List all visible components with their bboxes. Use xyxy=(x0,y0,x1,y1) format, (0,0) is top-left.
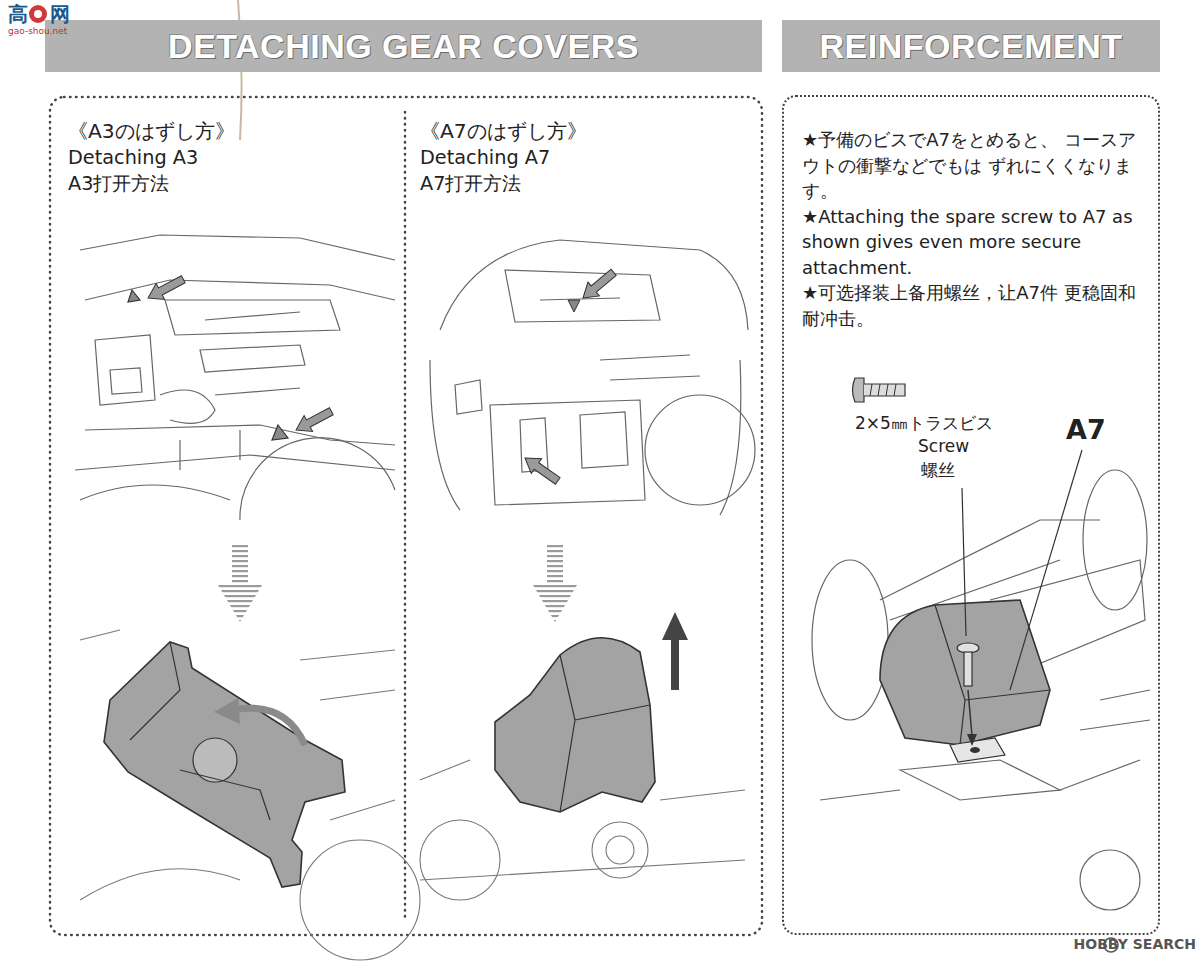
heading-text: A7打开方法 xyxy=(420,171,754,197)
part-label: 螺丝 xyxy=(921,459,955,482)
note-text: ★可选择装上备用螺丝，让A7件 更稳固和耐冲击。 xyxy=(802,280,1144,331)
heading-text: 《A3のはずし方》 xyxy=(68,118,402,145)
watermark: gao-shou.net xyxy=(8,26,67,36)
step-heading: 《A3のはずし方》Detaching A3A3打开方法 xyxy=(68,118,402,218)
part-name: A7 xyxy=(1066,414,1106,445)
heading-text: A3打开方法 xyxy=(68,171,402,197)
part-label: 2×5㎜トラスビス xyxy=(855,412,993,435)
header-band: DETACHING GEAR COVERS xyxy=(45,20,762,72)
heading-text: Detaching A7 xyxy=(420,145,754,171)
watermark: 网 xyxy=(50,1,70,28)
header-text: DETACHING GEAR COVERS xyxy=(168,27,639,66)
heading-text: Detaching A3 xyxy=(68,145,402,171)
step-heading: 《A7のはずし方》Detaching A7A7打开方法 xyxy=(420,118,754,218)
header-band: REINFORCEMENT xyxy=(782,20,1160,72)
watermark: 高 xyxy=(8,1,28,28)
note-text: ★Attaching the spare screw to A7 as show… xyxy=(802,204,1144,281)
part-label: Screw xyxy=(918,436,969,456)
note-panel: ★予備のビスでA7をとめると、 コースアウトの衝撃などでもは ずれにくくなります… xyxy=(782,95,1160,935)
watermark: HOBBY SEARCH xyxy=(1074,936,1196,952)
heading-text: 《A7のはずし方》 xyxy=(420,118,754,145)
note-text: ★予備のビスでA7をとめると、 コースアウトの衝撃などでもは ずれにくくなります… xyxy=(802,127,1144,204)
header-text: REINFORCEMENT xyxy=(819,27,1122,66)
